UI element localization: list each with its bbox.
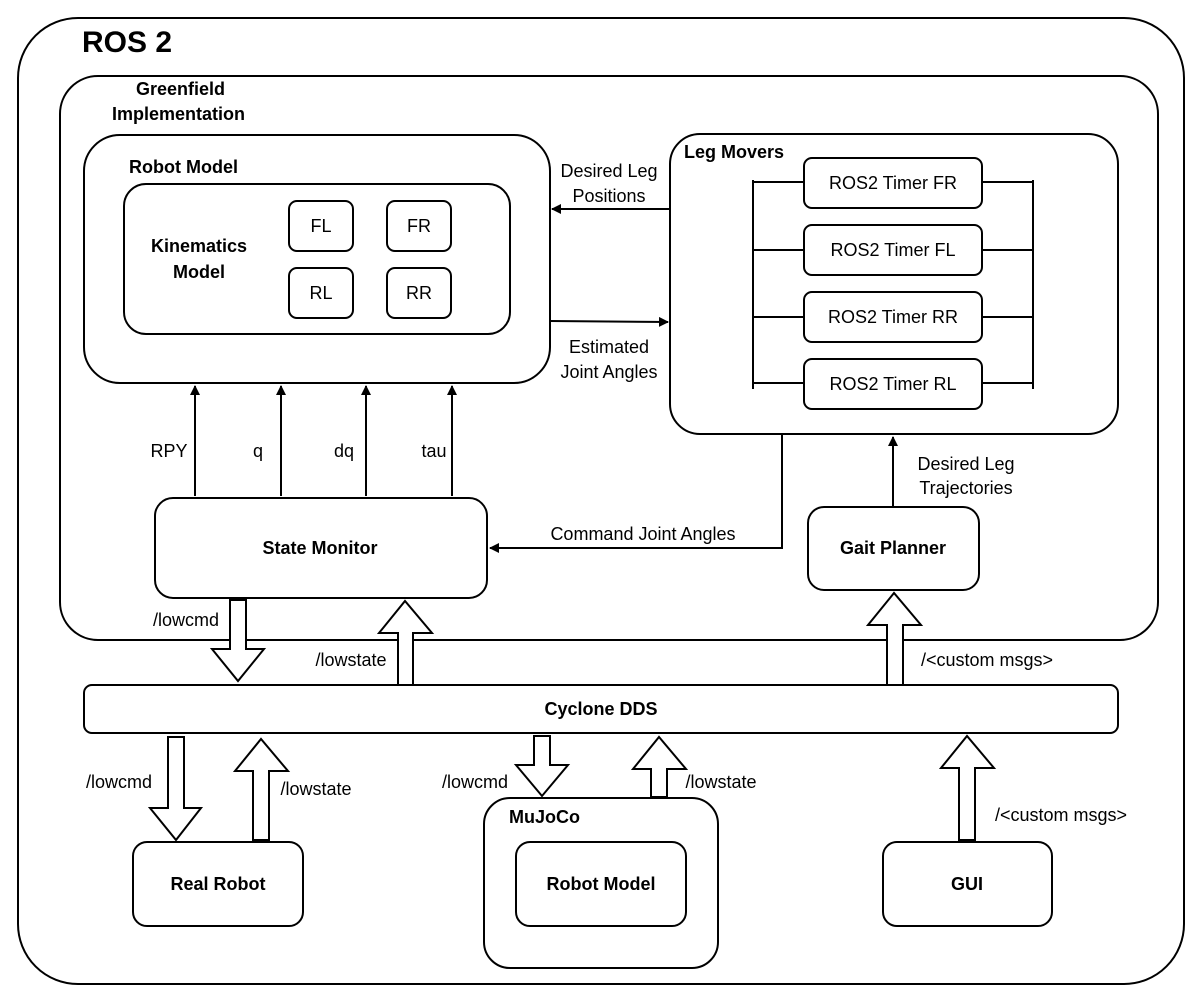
sm-lowcmd-label: /lowcmd — [153, 610, 219, 630]
estimated-joint-angles-line1: Estimated — [569, 337, 649, 357]
desired-leg-positions-line2: Positions — [572, 186, 645, 206]
real-lowstate-label: /lowstate — [280, 779, 351, 799]
leg-fl-box: FL — [288, 200, 354, 252]
leg-rr-box: RR — [386, 267, 452, 319]
timer-bus — [752, 180, 1034, 389]
mujoco-robot-model-title: Robot Model — [547, 874, 656, 894]
desired-leg-positions-arrow: Desired Leg Positions — [551, 161, 670, 214]
mujoco-title: MuJoCo — [509, 807, 580, 827]
gait-planner-box: Gait Planner — [807, 506, 980, 591]
gui-title: GUI — [951, 874, 983, 894]
mj-lowstate-fat-arrow: /lowstate — [630, 735, 757, 798]
leg-rl-box: RL — [288, 267, 354, 319]
estimated-joint-angles-line2: Joint Angles — [560, 362, 657, 382]
sm-lowstate-label: /lowstate — [315, 650, 386, 670]
dq-arrow: dq — [334, 385, 371, 496]
rpy-arrow: RPY — [150, 385, 200, 496]
ros2-title: ROS 2 — [82, 26, 172, 59]
desired-leg-trajectories-arrow: Desired Leg Trajectories — [888, 436, 1015, 507]
dq-label: dq — [334, 441, 354, 461]
sm-lowstate-fat-arrow: /lowstate — [315, 599, 435, 687]
mj-lowcmd-label: /lowcmd — [442, 772, 508, 792]
gui-custom-fat-arrow: /<custom msgs> — [938, 734, 1127, 841]
rpy-label: RPY — [150, 441, 187, 461]
real-robot-box: Real Robot — [132, 841, 304, 927]
kinematics-title-line2: Model — [173, 262, 225, 282]
greenfield-title-line1: Greenfield — [136, 79, 225, 99]
sm-lowcmd-fat-arrow: /lowcmd — [153, 599, 267, 683]
real-lowstate-fat-arrow: /lowstate — [232, 737, 352, 841]
timer-fl-box: ROS2 Timer FL — [803, 224, 983, 276]
command-joint-angles-arrow: Command Joint Angles — [489, 434, 783, 553]
timer-rl-label: ROS2 Timer RL — [829, 374, 956, 394]
timer-fl-label: ROS2 Timer FL — [830, 240, 955, 260]
leg-fr-label: FR — [407, 216, 431, 236]
leg-fl-label: FL — [310, 216, 331, 236]
desired-leg-positions-line1: Desired Leg — [560, 161, 657, 181]
leg-rl-label: RL — [309, 283, 332, 303]
q-label: q — [253, 441, 263, 461]
timer-fr-box: ROS2 Timer FR — [803, 157, 983, 209]
gp-custom-label: /<custom msgs> — [921, 650, 1053, 670]
real-robot-title: Real Robot — [170, 874, 265, 894]
leg-fr-box: FR — [386, 200, 452, 252]
mujoco-robot-model-box: Robot Model — [515, 841, 687, 927]
timer-rl-box: ROS2 Timer RL — [803, 358, 983, 410]
gp-custom-fat-arrow: /<custom msgs> — [865, 591, 1053, 687]
tau-arrow: tau — [421, 385, 457, 496]
timer-fr-label: ROS2 Timer FR — [829, 173, 957, 193]
real-lowcmd-fat-arrow: /lowcmd — [86, 736, 204, 842]
robot-model-title: Robot Model — [129, 157, 238, 177]
leg-movers-title: Leg Movers — [684, 142, 784, 162]
timer-rr-label: ROS2 Timer RR — [828, 307, 958, 327]
cyclone-dds-title: Cyclone DDS — [544, 699, 657, 719]
cyclone-dds-bar: Cyclone DDS — [83, 684, 1119, 734]
tau-label: tau — [421, 441, 446, 461]
desired-leg-trajectories-line1: Desired Leg — [917, 454, 1014, 474]
desired-leg-trajectories-line2: Trajectories — [919, 478, 1012, 498]
state-monitor-title: State Monitor — [263, 538, 378, 558]
real-lowcmd-label: /lowcmd — [86, 772, 152, 792]
kinematics-title-line1: Kinematics — [151, 236, 247, 256]
gait-planner-title: Gait Planner — [840, 538, 946, 558]
leg-rr-label: RR — [406, 283, 432, 303]
mj-lowcmd-fat-arrow: /lowcmd — [442, 735, 571, 798]
greenfield-title-line2: Implementation — [112, 104, 245, 124]
timer-rr-box: ROS2 Timer RR — [803, 291, 983, 343]
mj-lowstate-label: /lowstate — [685, 772, 756, 792]
command-joint-angles-label: Command Joint Angles — [550, 524, 735, 544]
state-monitor-box: State Monitor — [154, 497, 488, 599]
estimated-joint-angles-arrow: Estimated Joint Angles — [549, 316, 669, 382]
leg-movers-box: Leg Movers — [669, 133, 1119, 435]
gui-custom-label: /<custom msgs> — [995, 805, 1127, 825]
q-arrow: q — [253, 385, 286, 496]
gui-box: GUI — [882, 841, 1053, 927]
